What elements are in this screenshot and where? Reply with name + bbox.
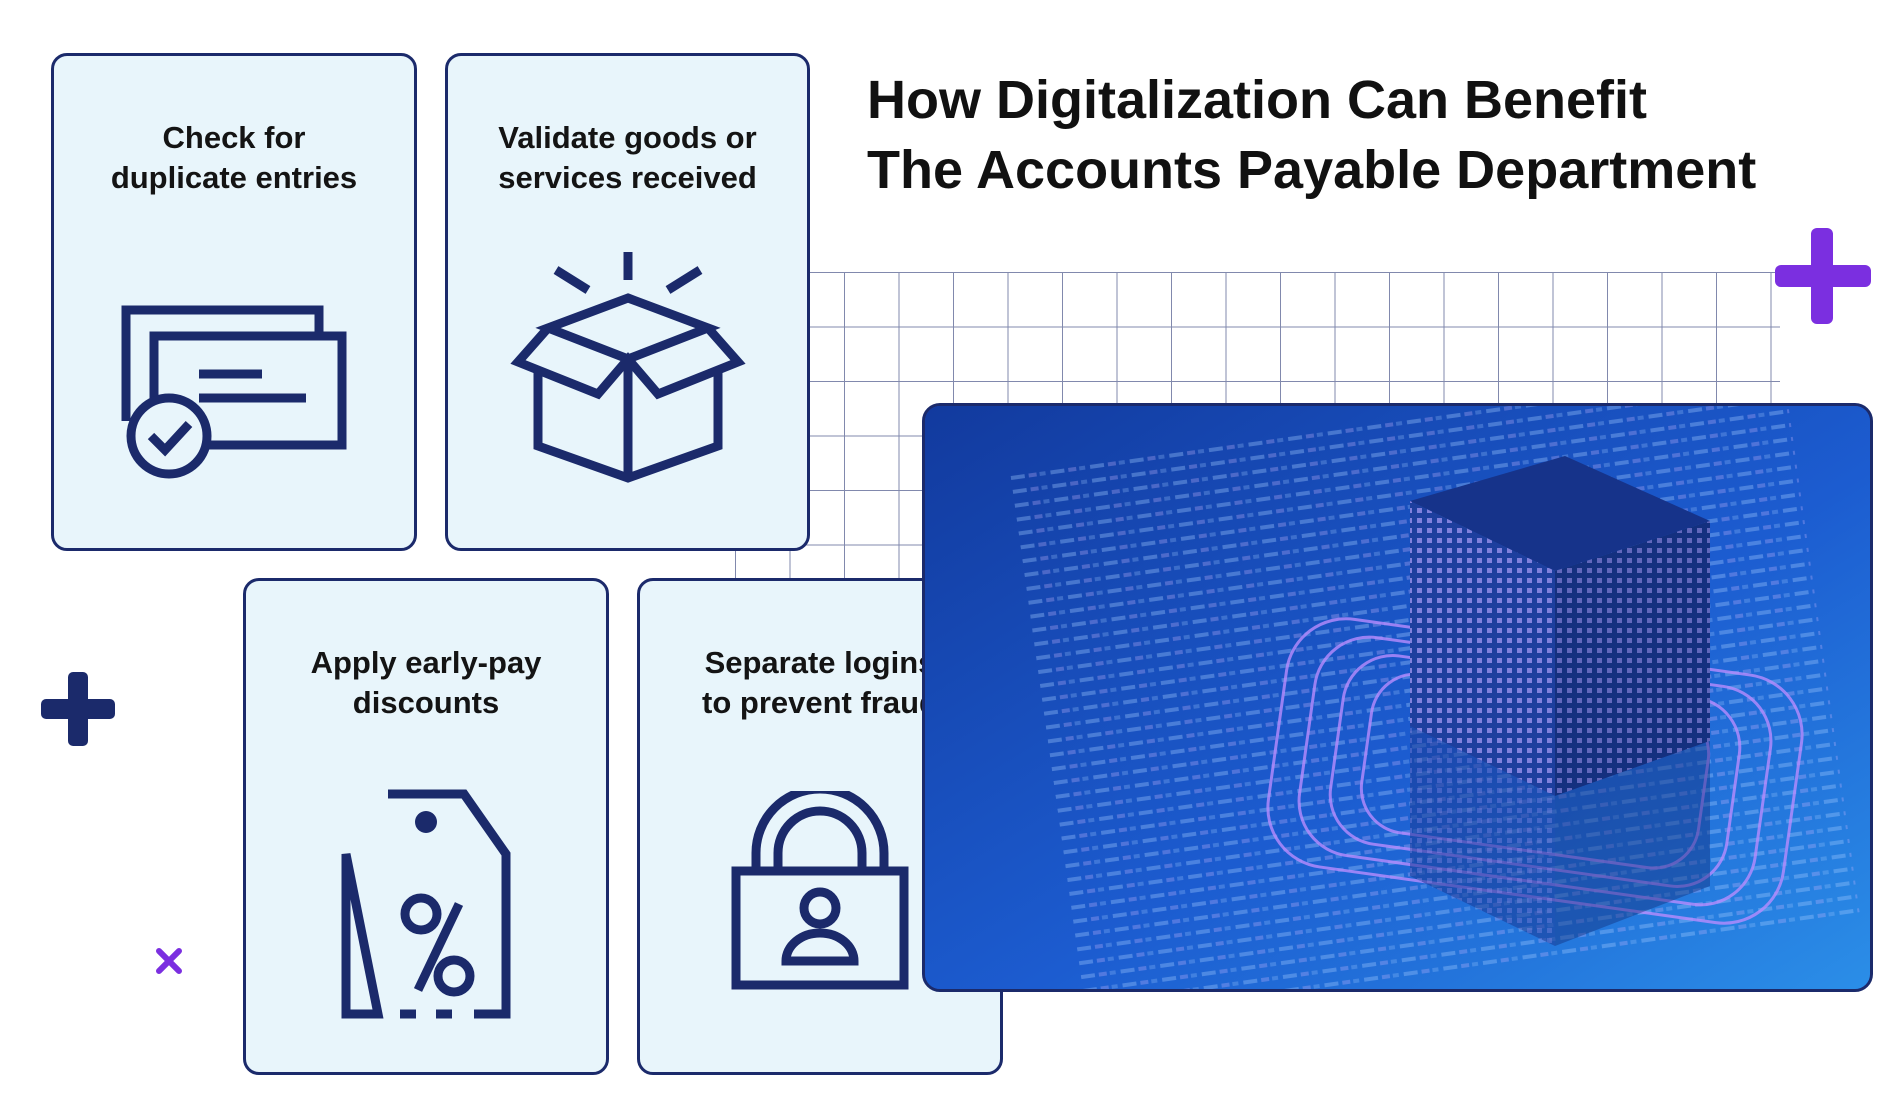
times-icon <box>156 948 182 974</box>
title-line-2: The Accounts Payable Department <box>867 140 1757 200</box>
user-lock-icon <box>731 791 909 990</box>
duplicate-documents-check-icon <box>121 305 347 479</box>
card-label: Validate goods or services received <box>498 120 757 195</box>
card-label: Check for duplicate entries <box>110 120 358 195</box>
card-validate-goods: Validate goods or services received <box>445 53 810 551</box>
plus-icon <box>1775 228 1871 324</box>
data-cube-illustration <box>922 403 1873 992</box>
card-early-pay-discounts: Apply early-pay discounts <box>243 578 609 1075</box>
data-cube-graphic <box>925 406 1870 989</box>
card-duplicate-entries: Check for duplicate entries <box>51 53 417 551</box>
page-title: How Digitalization Can Benefit The Accou… <box>867 65 1756 205</box>
plus-icon <box>41 672 115 746</box>
percent-tag-icon <box>341 789 511 1019</box>
card-label: Apply early-pay discounts <box>310 645 542 720</box>
open-box-icon <box>509 252 746 483</box>
title-line-1: How Digitalization Can Benefit <box>867 70 1648 130</box>
card-label: Separate logins to prevent fraud <box>702 645 938 720</box>
